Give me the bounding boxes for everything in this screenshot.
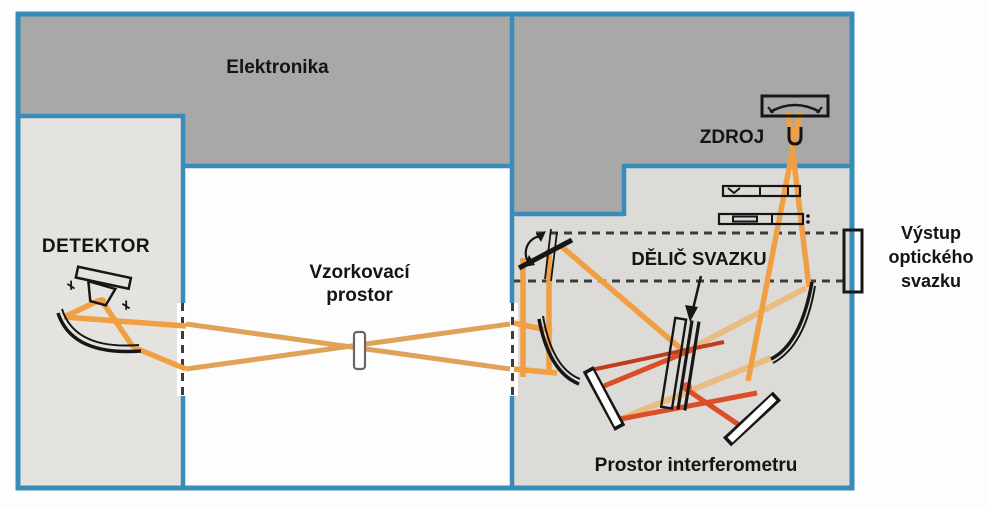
label-interferometer-space: Prostor interferometru bbox=[594, 455, 798, 476]
collimating-mirror-icon bbox=[537, 315, 581, 386]
sample-holder-icon bbox=[352, 330, 367, 371]
label-source: ZDROJ bbox=[699, 127, 765, 148]
outer-border bbox=[15, 11, 855, 491]
filter-slide-icon-1 bbox=[721, 184, 802, 198]
fixed-mirror-icon bbox=[722, 391, 782, 447]
beam-focusing-mirror-to-moving-mirror bbox=[616, 355, 773, 423]
beam-beamsplitter-to-fixed-mirror bbox=[684, 386, 747, 432]
label-detector: DETEKTOR bbox=[41, 236, 151, 257]
beamsplitter-icon bbox=[659, 316, 701, 411]
beam-flip-mirror-to-beamsplitter bbox=[559, 243, 689, 357]
moving-mirror-icon bbox=[582, 366, 626, 431]
focusing-mirror-icon bbox=[770, 281, 816, 364]
label-output-line3: svazku bbox=[900, 270, 962, 291]
label-sample-space-line1: Vzorkovací bbox=[309, 262, 410, 283]
beam-moving-to-fixed-mirror bbox=[609, 390, 758, 424]
output-port bbox=[842, 228, 864, 294]
beam-source-b bbox=[745, 111, 803, 382]
detector-icon bbox=[66, 265, 133, 310]
filter-slide-icon-2 bbox=[717, 212, 810, 226]
label-output-line2: optického bbox=[888, 246, 974, 267]
beam-sample-cross-b bbox=[185, 321, 511, 372]
beam-detector-focus-b bbox=[99, 299, 136, 349]
label-output: Výstup optického svazku bbox=[874, 222, 988, 293]
detector-mirror-icon bbox=[56, 308, 142, 354]
source-mirror-icon bbox=[760, 94, 830, 118]
label-output-line1: Výstup bbox=[900, 223, 961, 243]
optical-elements bbox=[56, 94, 864, 447]
source-filament-icon bbox=[787, 127, 803, 146]
compartment-walls bbox=[15, 11, 855, 491]
beam-focusing-mirror-to-beamsplitter bbox=[690, 285, 808, 351]
output-beam-dashed bbox=[514, 231, 843, 283]
beam-beamsplitter-to-moving-mirror bbox=[603, 346, 695, 389]
beam-detector-in-a bbox=[63, 314, 187, 329]
label-electronics: Elektronika bbox=[226, 57, 329, 78]
beam-to-sample-b bbox=[513, 366, 558, 376]
label-sample-space-line2: prostor bbox=[326, 284, 393, 306]
apertures bbox=[177, 303, 518, 396]
flip-mirror-icon bbox=[517, 228, 574, 282]
label-sample-space: Vzorkovací prostor bbox=[272, 262, 447, 308]
beam-detector-in-b bbox=[131, 344, 188, 372]
beamsplitter-arrow bbox=[685, 275, 703, 322]
label-beam-splitter: DĚLIČ SVAZKU bbox=[631, 248, 767, 269]
beam-interferometer-return bbox=[590, 340, 725, 372]
